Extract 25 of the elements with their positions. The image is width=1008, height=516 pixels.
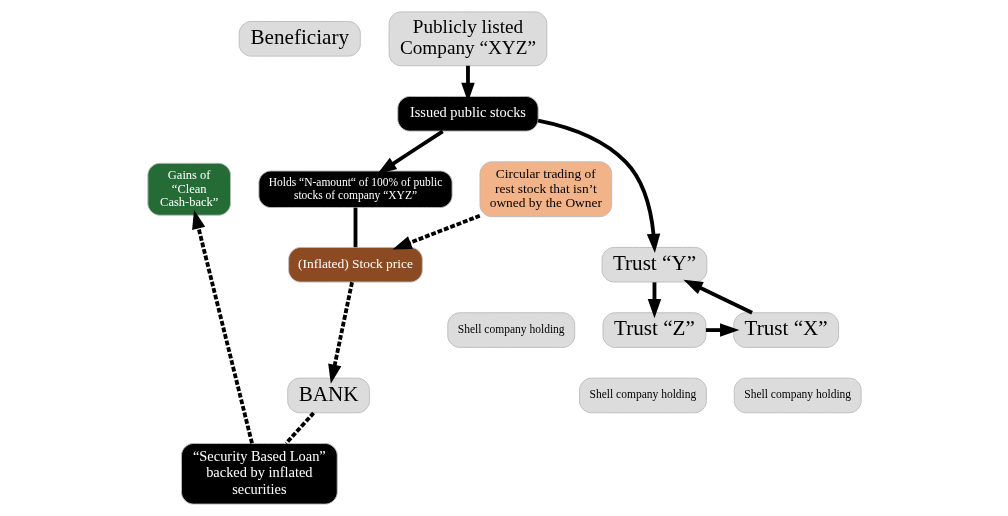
- node-box: Issued public stocks: [396, 96, 539, 132]
- arrow: [376, 129, 444, 175]
- node-box: Trust “Y”: [601, 246, 707, 283]
- node-box: Gains of “Clean Cash-back”: [146, 162, 231, 216]
- arrow: [705, 323, 739, 337]
- node-box: BANK: [286, 377, 370, 414]
- node-box: Trust “X”: [732, 312, 839, 348]
- arrow: [683, 279, 753, 315]
- node-box: “Security Based Loan” backed by inflated securities: [180, 443, 338, 505]
- arrow: [391, 213, 480, 250]
- node-box: Trust “Z”: [602, 312, 706, 348]
- node-box: (Inflated) Stock price: [287, 246, 423, 283]
- node-box: Shell company holding: [733, 377, 862, 414]
- arrow: [647, 282, 661, 319]
- connector: [284, 411, 315, 445]
- node-box: Publicly listed Company “XYZ”: [388, 11, 547, 67]
- node-box: Circular trading of rest stock that isn’t owned by the Owner: [479, 161, 612, 218]
- arrow: [537, 118, 660, 254]
- node-box: Shell company holding: [446, 312, 575, 348]
- arrow: [327, 281, 354, 384]
- node-box: Shell company holding: [578, 377, 707, 414]
- node-box: Beneficiary: [238, 21, 361, 57]
- arrow: [191, 209, 254, 444]
- connector: [353, 207, 357, 248]
- node-box: Holds “N-amount“ of 100% of public stocks of company “XYZ”: [257, 170, 453, 208]
